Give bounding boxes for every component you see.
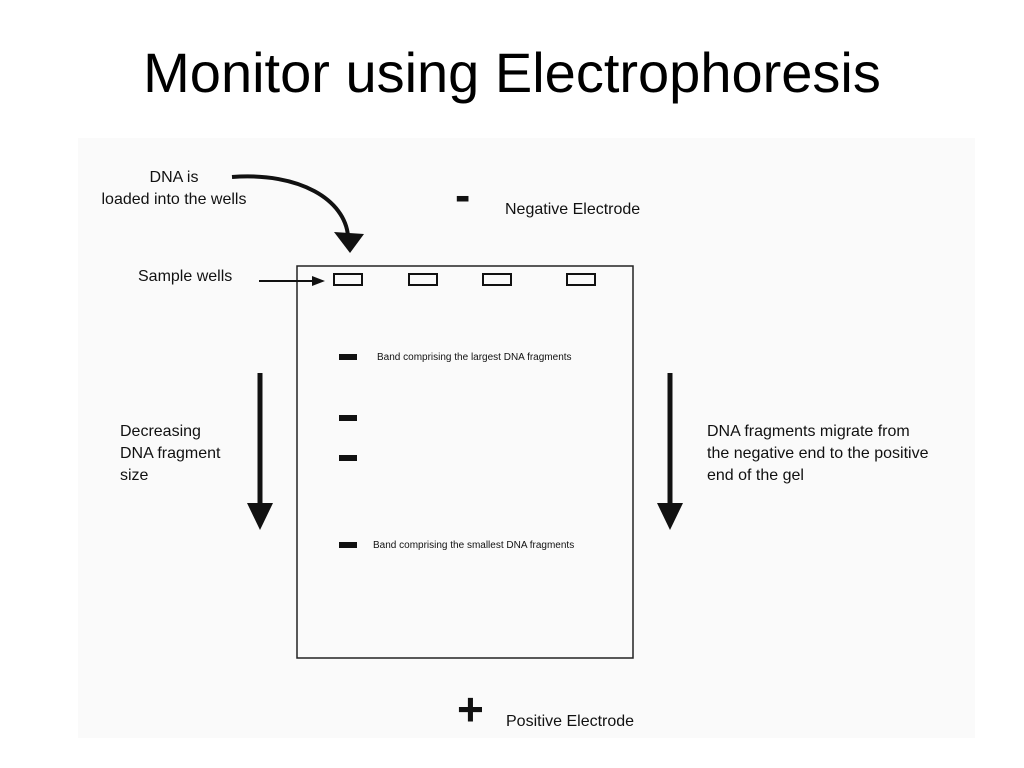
smallest-band-label: Band comprising the smallest DNA fragmen… xyxy=(373,540,575,551)
dna-band-largest xyxy=(339,354,357,360)
size-arrow xyxy=(247,373,273,530)
slide-title: Monitor using Electrophoresis xyxy=(143,41,881,104)
sample-well xyxy=(482,273,512,286)
dna-band xyxy=(339,415,357,421)
migration-label: DNA fragments migrate from the negative … xyxy=(707,423,929,484)
positive-electrode-label: Positive Electrode xyxy=(506,713,635,730)
gel-box xyxy=(296,265,634,659)
sample-wells xyxy=(333,273,596,286)
dna-bands xyxy=(339,354,357,548)
wells-arrow xyxy=(259,276,325,286)
load-label: DNA is loaded into the wells xyxy=(101,169,247,208)
positive-sign: + xyxy=(457,683,484,735)
electrophoresis-figure xyxy=(78,138,975,738)
dna-band xyxy=(339,455,357,461)
negative-sign: - xyxy=(455,169,471,221)
migration-arrow xyxy=(657,373,683,530)
negative-electrode-label: Negative Electrode xyxy=(505,201,641,218)
sample-well xyxy=(566,273,596,286)
wells-label: Sample wells xyxy=(138,268,233,285)
dna-band-smallest xyxy=(339,542,357,548)
largest-band-label: Band comprising the largest DNA fragment… xyxy=(377,352,572,363)
size-label: Decreasing DNA fragment size xyxy=(120,423,221,484)
sample-well xyxy=(408,273,438,286)
load-arrow xyxy=(231,174,364,253)
sample-well xyxy=(333,273,363,286)
